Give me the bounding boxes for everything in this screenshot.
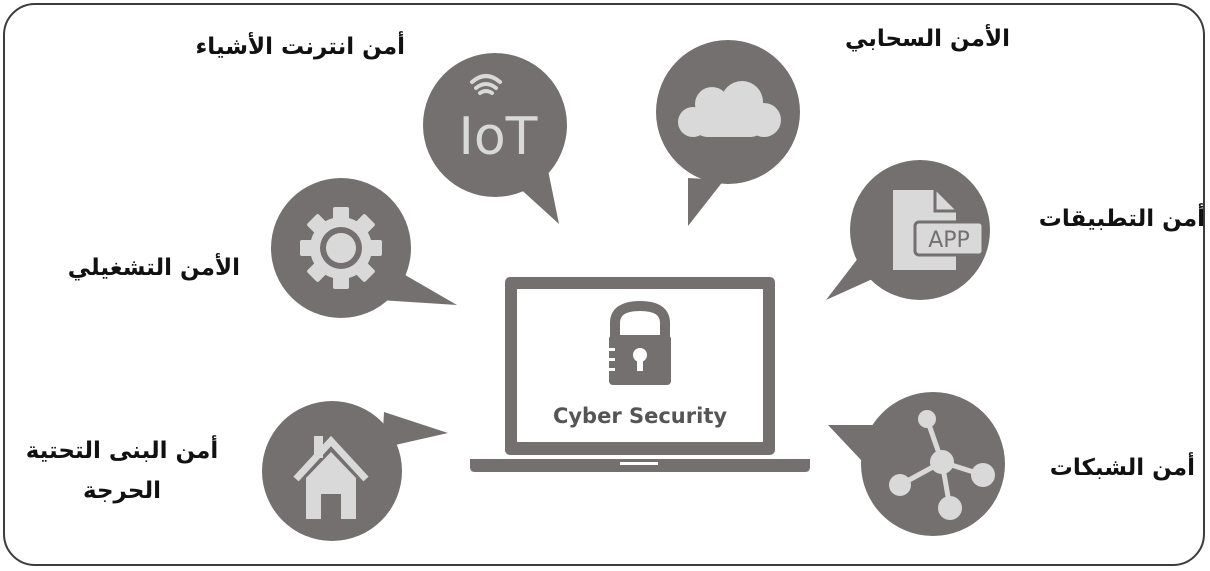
- label-network-security: أمن الشبكات: [1049, 455, 1195, 481]
- gear-icon: [300, 207, 382, 289]
- app-file-icon: APP: [893, 190, 985, 270]
- network-icon: [889, 410, 995, 520]
- label-app-security: أمن التطبيقات: [1038, 206, 1205, 232]
- iot-icon-text: IoT: [459, 107, 538, 167]
- label-critical-infrastructure: أمن البنى التحتية الحرجة: [12, 431, 232, 511]
- house-icon: [293, 435, 369, 519]
- app-icon-text: APP: [928, 228, 970, 253]
- label-cloud-security: الأمن السحابي: [845, 26, 1010, 52]
- label-infra-line-2: الحرجة: [83, 478, 161, 504]
- label-operational-security: الأمن التشغيلي: [67, 255, 240, 281]
- label-infra-line-1: أمن البنى التحتية: [25, 438, 219, 464]
- label-iot-security: أمن انترنت الأشياء: [195, 34, 405, 60]
- iot-bubble: [423, 53, 567, 224]
- wifi-icon: [470, 74, 502, 95]
- padlock-icon: [606, 300, 671, 385]
- center-title: Cyber Security: [553, 404, 727, 428]
- cloud-icon: [678, 81, 781, 137]
- diagram-frame: [3, 3, 1205, 566]
